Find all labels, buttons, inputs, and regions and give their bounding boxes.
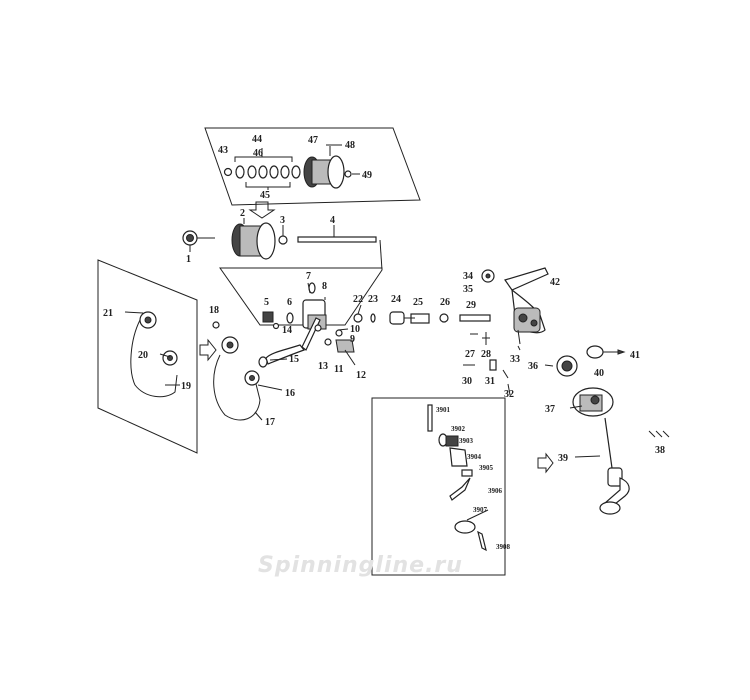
label-8: 8 [322,281,327,292]
leader-lines [124,311,601,458]
bail-wire-panel [97,259,198,454]
label-39: 39 [558,453,568,464]
label-42: 42 [550,277,560,288]
bail-wire-assembly-17 [212,321,261,421]
main-shaft [297,225,383,271]
right-arrow-icon [199,338,217,362]
label-23: 23 [368,294,378,305]
label-18: 18 [209,305,219,316]
screws-30-31 [463,359,509,379]
label-48: 48 [345,140,355,151]
label-12: 12 [356,370,366,381]
label-46: 46 [253,148,263,159]
spool-washer [278,225,288,245]
label-15: 15 [289,354,299,365]
label-24: 24 [391,294,401,305]
watermark: Spinningline.ru [258,553,463,578]
label-1: 1 [186,254,191,265]
label-9: 9 [350,334,355,345]
handle-assembly [599,417,630,515]
label-3903: 3903 [459,437,474,445]
screws-27-28 [470,332,490,345]
label-3908: 3908 [496,543,511,551]
label-3904: 3904 [467,453,482,461]
label-21: 21 [103,308,113,319]
label-3905: 3905 [479,464,494,472]
label-6: 6 [287,297,292,308]
handle-knob-parts [427,404,489,552]
label-3906: 3906 [488,487,503,495]
drag-knob [182,230,215,252]
label-27: 27 [465,349,475,360]
washer-set [223,148,301,190]
down-arrow-icon [248,201,276,219]
label-14: 14 [282,325,292,336]
label-33: 33 [510,354,520,365]
label-25: 25 [413,297,423,308]
label-35: 35 [463,284,473,295]
label-30: 30 [462,376,472,387]
label-47: 47 [308,135,318,146]
reel-body [481,267,549,345]
side-cover [572,387,670,438]
label-36: 36 [528,361,538,372]
bail-roller [258,356,268,368]
right-arrow-icon-2 [537,452,554,474]
label-32: 32 [504,389,514,400]
label-2: 2 [240,208,245,219]
label-22: 22 [353,294,363,305]
label-28: 28 [481,349,491,360]
bail-wire-assembly-21 [130,311,178,398]
side-gear [556,345,626,377]
label-3: 3 [280,215,285,226]
spare-spool [303,144,360,189]
label-5: 5 [264,297,269,308]
label-10: 10 [350,324,360,335]
label-26: 26 [440,297,450,308]
label-40: 40 [594,368,604,379]
label-7: 7 [306,271,311,282]
label-19: 19 [181,381,191,392]
label-3901: 3901 [436,406,451,414]
handle-parts-panel [371,397,506,576]
label-3907: 3907 [473,506,488,514]
label-29: 29 [466,300,476,311]
rotor-small-parts [262,282,491,330]
label-11: 11 [334,364,343,375]
label-38: 38 [655,445,665,456]
label-13: 13 [318,361,328,372]
label-16: 16 [285,388,295,399]
label-43: 43 [218,145,228,156]
spool-parts-panel [204,127,421,206]
label-34: 34 [463,271,473,282]
label-45: 45 [260,190,270,201]
label-37: 37 [545,404,555,415]
label-31: 31 [485,376,495,387]
label-44: 44 [252,134,262,145]
label-49: 49 [362,170,372,181]
label-41: 41 [630,350,640,361]
label-20: 20 [138,350,148,361]
label-3902: 3902 [451,425,466,433]
label-4: 4 [330,215,335,226]
rotor-parts-panel [219,267,383,326]
main-spool [231,218,276,260]
label-17: 17 [265,417,275,428]
